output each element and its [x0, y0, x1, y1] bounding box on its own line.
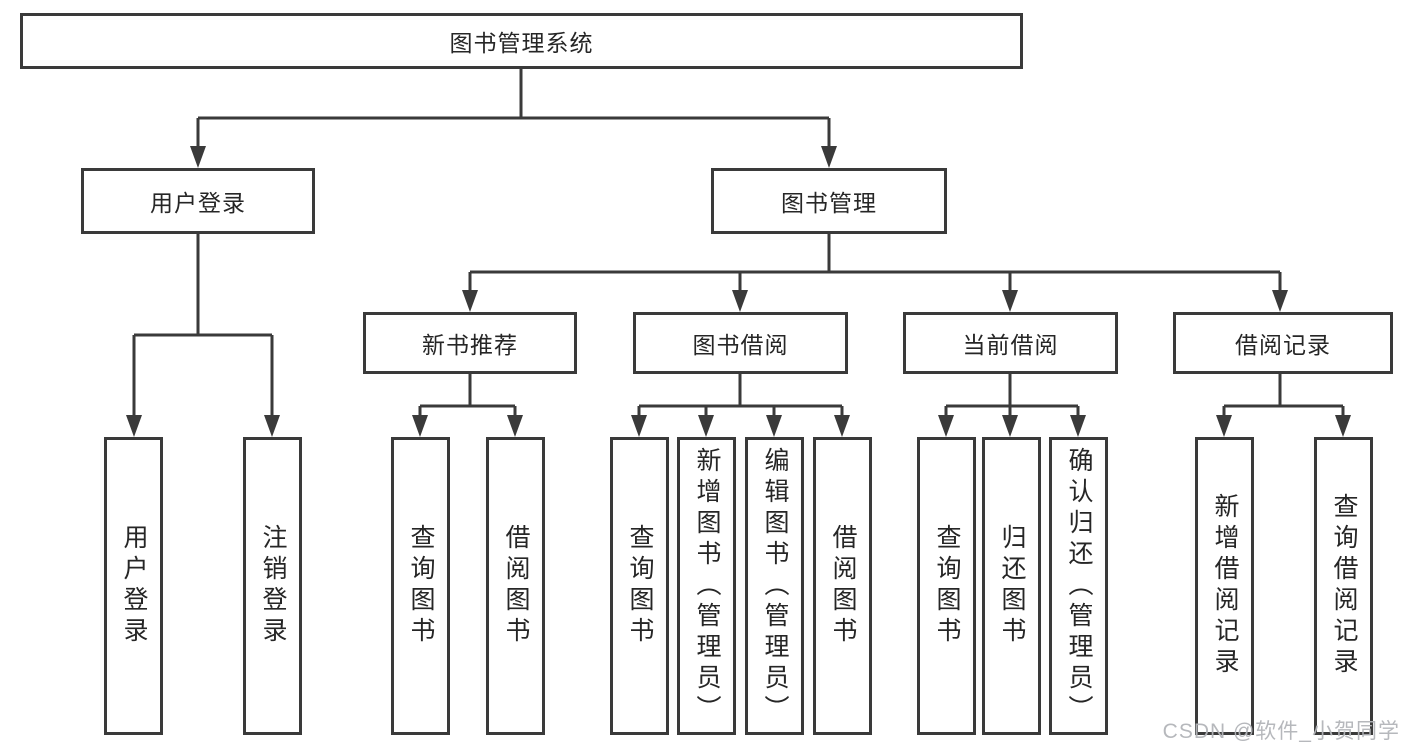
node-current-borrow: 当前借阅: [903, 312, 1118, 374]
node-confirm-return-admin: 确认归还（管理员）: [1049, 437, 1108, 735]
node-add-books-admin: 新增图书（管理员）: [677, 437, 736, 735]
node-user-login: 用户登录: [81, 168, 315, 234]
node-edit-books-admin: 编辑图书（管理员）: [745, 437, 804, 735]
node-book-management: 图书管理: [711, 168, 947, 234]
node-query-books-current: 查询图书: [917, 437, 976, 735]
node-new-book-recommend: 新书推荐: [363, 312, 577, 374]
arrowheads: [126, 146, 1351, 437]
tree-edges: [132, 69, 1345, 417]
node-borrow-books-recommend: 借阅图书: [486, 437, 545, 735]
node-borrow-records: 借阅记录: [1173, 312, 1393, 374]
node-borrow-books-leaf: 借阅图书: [813, 437, 872, 735]
csdn-watermark: CSDN @软件_小贺同学: [1162, 720, 1400, 743]
node-add-borrow-record: 新增借阅记录: [1195, 437, 1254, 735]
node-query-books-borrow: 查询图书: [610, 437, 669, 735]
node-book-borrow: 图书借阅: [633, 312, 848, 374]
node-query-books-recommend: 查询图书: [391, 437, 450, 735]
node-return-books: 归还图书: [982, 437, 1041, 735]
node-library-management-system: 图书管理系统: [20, 13, 1023, 69]
node-query-borrow-record: 查询借阅记录: [1314, 437, 1373, 735]
node-user-login-leaf: 用户登录: [104, 437, 163, 735]
node-logout: 注销登录: [243, 437, 302, 735]
